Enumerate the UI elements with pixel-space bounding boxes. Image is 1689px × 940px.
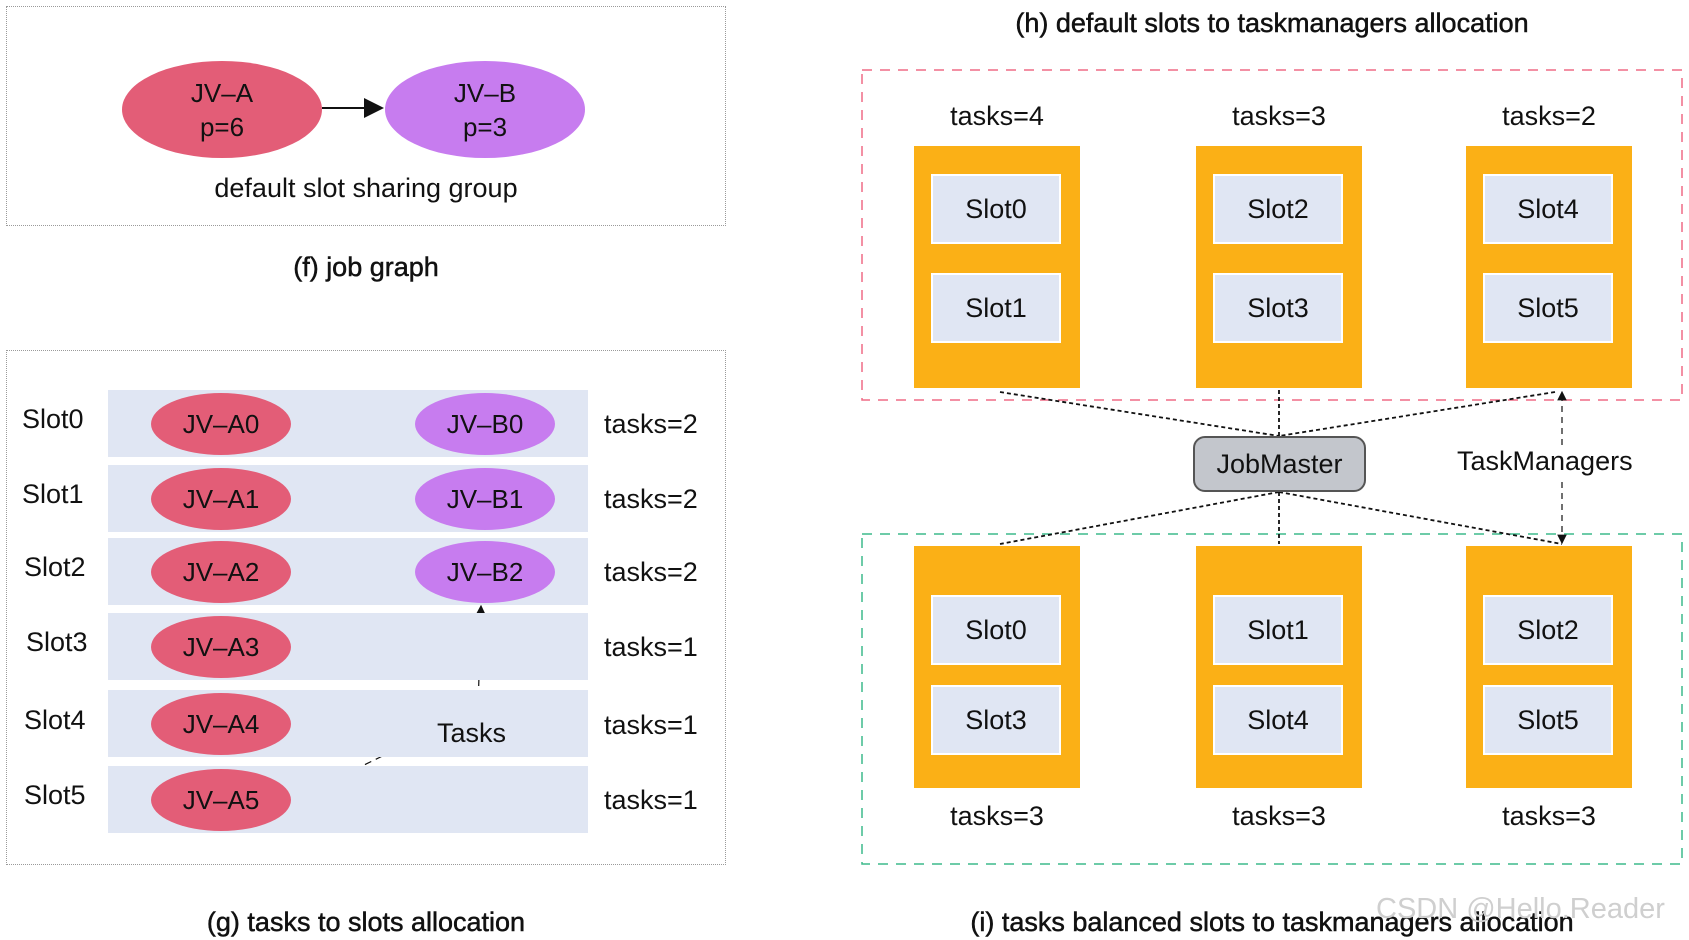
slot-name: Slot2 bbox=[24, 552, 86, 582]
jobmaster-node: JobMaster bbox=[1193, 436, 1366, 492]
taskmanagers-label: TaskManagers bbox=[1457, 446, 1633, 477]
taskmanager-slot: Slot4 bbox=[1213, 685, 1343, 755]
taskmanager-task-count: tasks=3 bbox=[950, 801, 1044, 831]
taskmanager-slot: Slot5 bbox=[1483, 685, 1613, 755]
job-vertex-a-parallelism: p=6 bbox=[199, 111, 245, 142]
slot-task-count: tasks=2 bbox=[604, 409, 698, 439]
task-b: JV–B2 bbox=[415, 541, 555, 603]
task-b: JV–B1 bbox=[415, 468, 555, 530]
tasks-annotation: Tasks bbox=[437, 718, 507, 749]
slot-name: Slot4 bbox=[24, 705, 86, 735]
taskmanager-slot: Slot0 bbox=[931, 595, 1061, 665]
taskmanager-slot: Slot4 bbox=[1483, 174, 1613, 244]
task-a: JV–A1 bbox=[151, 468, 291, 530]
slot-name: Slot1 bbox=[22, 479, 84, 509]
job-vertex-b-name: JV–B bbox=[453, 77, 517, 108]
taskmanager-slot: Slot3 bbox=[931, 685, 1061, 755]
taskmanager-slot: Slot0 bbox=[931, 174, 1061, 244]
taskmanager-slot: Slot3 bbox=[1213, 273, 1343, 343]
default-allocation-title: (h) default slots to taskmanagers alloca… bbox=[1015, 8, 1529, 39]
task-a: JV–A4 bbox=[151, 693, 291, 755]
watermark: CSDN @Hello.Reader bbox=[1376, 893, 1665, 925]
taskmanager-slot: Slot5 bbox=[1483, 273, 1613, 343]
job-vertex-a-name: JV–A bbox=[190, 77, 254, 108]
job-graph-panel bbox=[6, 6, 726, 226]
slot-task-count: tasks=1 bbox=[604, 632, 698, 662]
taskmanager-slot: Slot1 bbox=[1213, 595, 1343, 665]
slot-task-count: tasks=2 bbox=[604, 484, 698, 514]
slot-name: Slot5 bbox=[24, 780, 86, 810]
tasks-to-slots-caption: (g) tasks to slots allocation bbox=[206, 907, 526, 938]
task-b: JV–B0 bbox=[415, 393, 555, 455]
balanced-allocation-caption: (i) tasks balanced slots to taskmanagers… bbox=[970, 907, 1574, 938]
taskmanager-task-count: tasks=4 bbox=[950, 101, 1044, 131]
taskmanager-task-count: tasks=3 bbox=[1232, 101, 1326, 131]
job-graph-caption: (f) job graph bbox=[293, 252, 439, 283]
task-a: JV–A3 bbox=[151, 616, 291, 678]
taskmanager-slot: Slot2 bbox=[1213, 174, 1343, 244]
slot-name: Slot0 bbox=[22, 404, 84, 434]
taskmanager-slot: Slot1 bbox=[931, 273, 1061, 343]
job-vertex-b-parallelism: p=3 bbox=[462, 111, 508, 142]
slot-task-count: tasks=2 bbox=[604, 557, 698, 587]
slot-task-count: tasks=1 bbox=[604, 785, 698, 815]
taskmanager-task-count: tasks=3 bbox=[1502, 801, 1596, 831]
task-a: JV–A0 bbox=[151, 393, 291, 455]
slot-sharing-group-label: default slot sharing group bbox=[214, 173, 518, 203]
task-a: JV–A2 bbox=[151, 541, 291, 603]
slot-name: Slot3 bbox=[26, 627, 88, 657]
slot-task-count: tasks=1 bbox=[604, 710, 698, 740]
taskmanager-task-count: tasks=2 bbox=[1502, 101, 1596, 131]
taskmanager-slot: Slot2 bbox=[1483, 595, 1613, 665]
taskmanager-task-count: tasks=3 bbox=[1232, 801, 1326, 831]
task-a: JV–A5 bbox=[151, 769, 291, 831]
tasks-to-slots-panel bbox=[6, 350, 726, 865]
